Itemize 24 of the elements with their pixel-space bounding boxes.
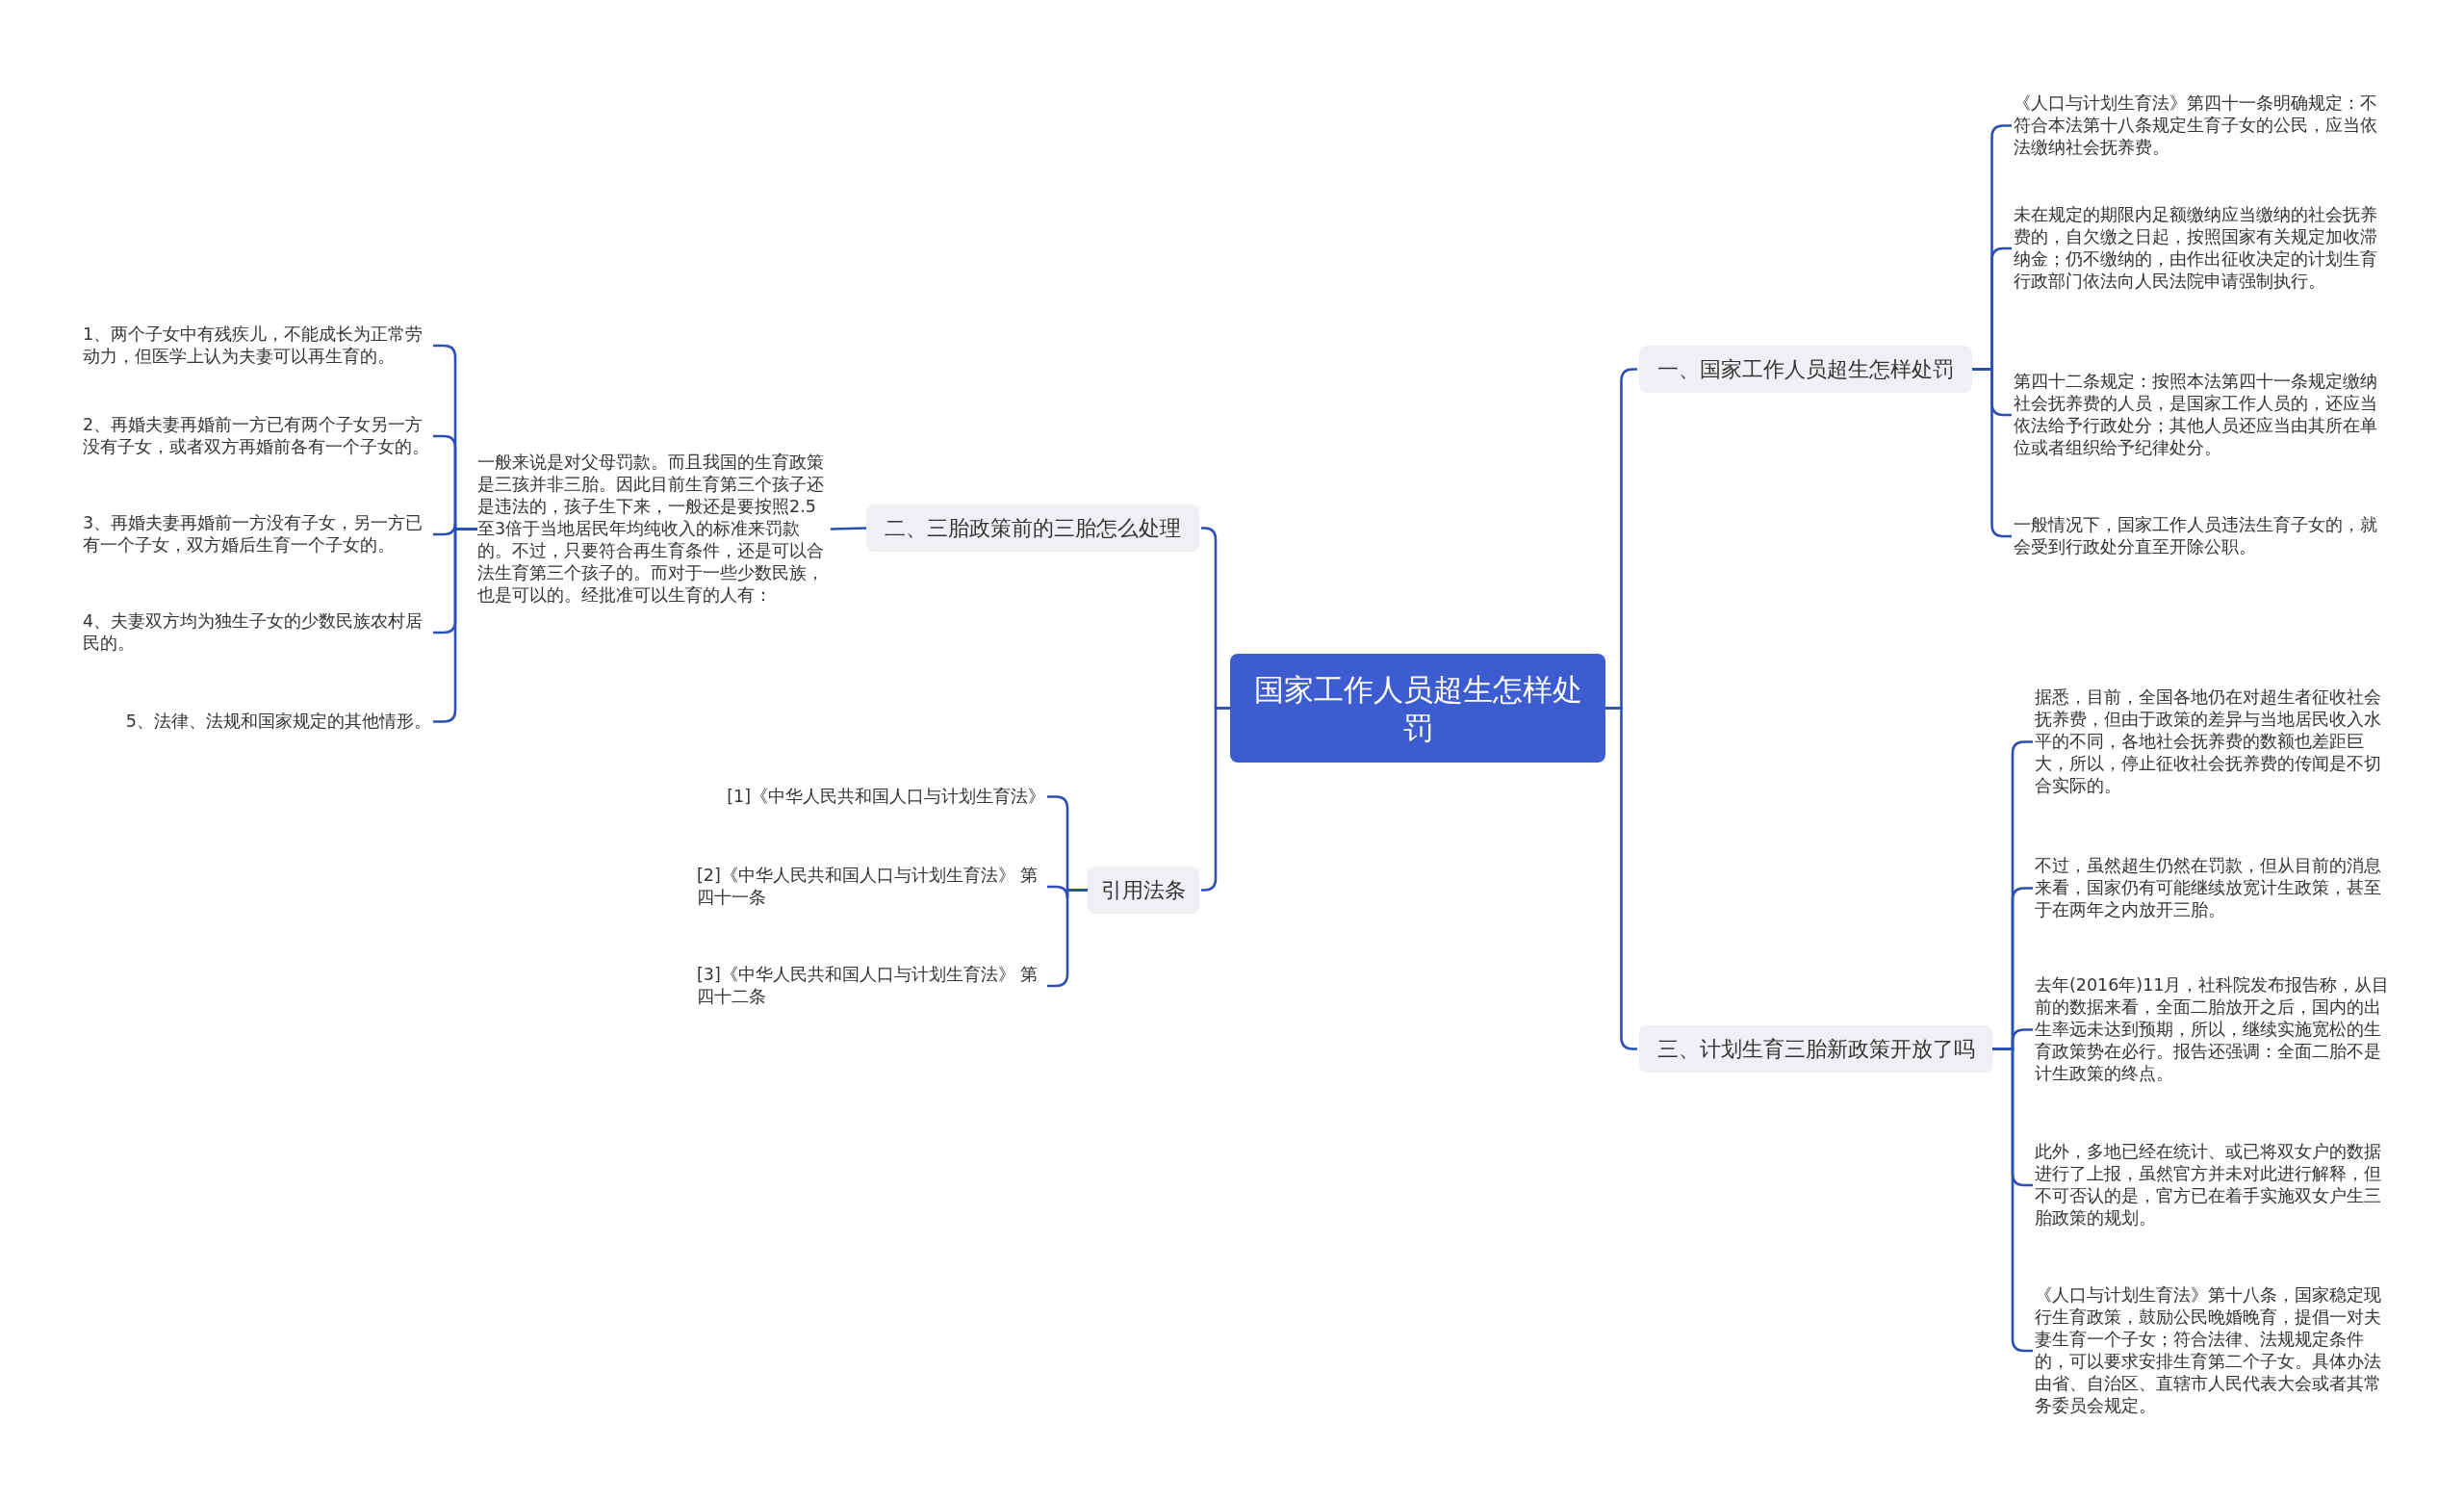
note-text: 1、两个子女中有残疾儿，不能成长为正常劳动力，但医学上认为夫妻可以再生育的。 — [83, 323, 431, 368]
central-topic-box: 国家工作人员超生怎样处罚 — [1230, 654, 1605, 763]
note-text: [3]《中华人民共和国人口与计划生育法》 第四十二条 — [697, 964, 1045, 1008]
note-text: 此外，多地已经在统计、或已将双女户的数据进行了上报，虽然官方并未对此进行解释，但不可否认的是，官方已在着手实施双女户生三胎政策的规划。 — [2035, 1141, 2391, 1229]
note-text: 第四十二条规定：按照本法第四十一条规定缴纳社会抚养费的人员，是国家工作人员的，还应当依法给予行政处分；其他人员还应当由其所在单位或者组织给予纪律处分。 — [2014, 371, 2379, 459]
note-text: 未在规定的期限内足额缴纳应当缴纳的社会抚养费的，自欠缴之日起，按照国家有关规定加收滞纳金；仍不缴纳的，由作出征收决定的计划生育行政部门依法向人民法院申请强制执行。 — [2014, 204, 2379, 293]
note-text: 据悉，目前，全国各地仍在对超生者征收社会抚养费，但由于政策的差异与当地居民收入水平的不同，各地社会抚养费的数额也差距巨大，所以，停止征收社会抚养费的传闻是不切合实际的。 — [2035, 686, 2391, 797]
note-text: 《人口与计划生育法》第十八条，国家稳定现行生育政策，鼓励公民晚婚晚育，提倡一对夫妻生育一个子女；符合法律、法规规定条件的，可以要求安排生育第二个子女。具体办法由省、自治区、直辖市人民代表大会或者其常务委员会规定。 — [2035, 1284, 2391, 1417]
topic-box: 二、三胎政策前的三胎怎么处理 — [866, 505, 1199, 552]
note-text: 2、再婚夫妻再婚前一方已有两个子女另一方没有子女，或者双方再婚前各有一个子女的。 — [83, 414, 431, 458]
note-text: 一般情况下，国家工作人员违法生育子女的，就会受到行政处分直至开除公职。 — [2014, 514, 2379, 558]
note-text: 《人口与计划生育法》第四十一条明确规定：不符合本法第十八条规定生育子女的公民，应当依法缴纳社会抚养费。 — [2014, 92, 2379, 159]
connector-line — [830, 527, 867, 531]
topic-box: 引用法条 — [1088, 867, 1199, 914]
note-text: [1]《中华人民共和国人口与计划生育法》 — [697, 786, 1045, 808]
note-text: 4、夫妻双方均为独生子女的少数民族农村居民的。 — [83, 610, 431, 655]
note-text: 5、法律、法规和国家规定的其他情形。 — [83, 711, 431, 733]
topic-box: 三、计划生育三胎新政策开放了吗 — [1639, 1025, 1992, 1073]
note-text: [2]《中华人民共和国人口与计划生育法》 第四十一条 — [697, 865, 1045, 909]
topic-box: 一、国家工作人员超生怎样处罚 — [1639, 346, 1972, 393]
note-text: 不过，虽然超生仍然在罚款，但从目前的消息来看，国家仍有可能继续放宽计生政策，甚至于在两年之内放开三胎。 — [2035, 855, 2391, 921]
note-text: 3、再婚夫妻再婚前一方没有子女，另一方已有一个子女，双方婚后生育一个子女的。 — [83, 512, 431, 556]
note-text: 去年(2016年)11月，社科院发布报告称，从目前的数据来看，全面二胎放开之后，国内的出生率远未达到预期，所以，继续实施宽松的生育政策势在必行。报告还强调：全面二胎不是计生政策的终点。 — [2035, 974, 2391, 1085]
note-text: 一般来说是对父母罚款。而且我国的生育政策是三孩并非三胎。因此目前生育第三个孩子还是违法的，孩子生下来，一般还是要按照2.5至3倍于当地居民年均纯收入的标准来罚款的。不过，只要符合再生育条件，还是可以合法生育第三个孩子的。而对于一些少数民族，也是可以的。经批准可以生育的人有： — [477, 452, 829, 607]
